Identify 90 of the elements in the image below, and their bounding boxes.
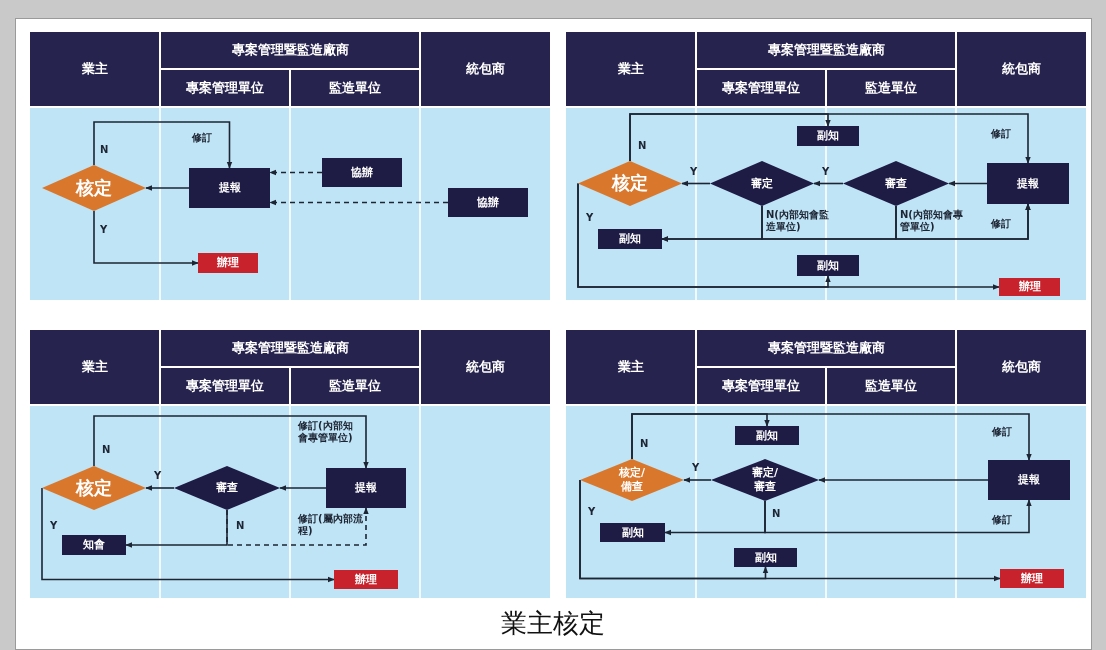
lane-header: 專案管理暨監造廠商 bbox=[161, 330, 419, 366]
edge-label: Y bbox=[690, 166, 698, 178]
edge-label: N bbox=[640, 438, 649, 450]
decision-diamond: 核定 bbox=[42, 466, 146, 510]
lane-header: 統包商 bbox=[421, 330, 550, 404]
lane-header: 專案管理暨監造廠商 bbox=[697, 330, 955, 366]
lane-header: 業主 bbox=[566, 32, 695, 106]
edge-label: N bbox=[102, 444, 111, 456]
annotation-text: 修訂 bbox=[992, 514, 1012, 526]
arrow bbox=[948, 180, 988, 187]
arrow bbox=[279, 485, 327, 491]
lane-header: 業主 bbox=[30, 330, 159, 404]
annotation-text: 修訂 bbox=[192, 132, 212, 144]
edge-label: Y bbox=[100, 224, 108, 236]
process-box: 副知 bbox=[734, 548, 797, 567]
arrow bbox=[41, 487, 335, 583]
edge-label: Y bbox=[50, 520, 58, 532]
decision-diamond: 審查 bbox=[174, 466, 280, 510]
process-box: 辦理 bbox=[1000, 569, 1064, 588]
edge-label: N(內部知會專管單位) bbox=[900, 209, 964, 233]
arrow bbox=[683, 477, 712, 483]
process-box: 協辦 bbox=[322, 158, 402, 187]
process-box: 副知 bbox=[598, 229, 662, 249]
lane-header: 統包商 bbox=[421, 32, 550, 106]
annotation-text: 修訂 bbox=[991, 218, 1011, 230]
decision-diamond: 審定 bbox=[710, 161, 814, 206]
lane-header: 統包商 bbox=[957, 32, 1086, 106]
lane-header: 業主 bbox=[30, 32, 159, 106]
lane-header: 專案管理暨監造廠商 bbox=[161, 32, 419, 68]
arrow bbox=[145, 185, 190, 191]
edge-label: N bbox=[638, 140, 647, 152]
decision-diamond: 審定/審查 bbox=[711, 459, 819, 501]
lane-header: 監造單位 bbox=[827, 70, 955, 106]
process-box: 副知 bbox=[600, 523, 665, 542]
edge-label: Y bbox=[822, 166, 830, 178]
edge-label: N bbox=[100, 144, 109, 156]
arrow bbox=[818, 477, 989, 483]
caption: 業主核定 bbox=[500, 607, 606, 640]
process-box: 提報 bbox=[189, 168, 270, 208]
process-box: 知會 bbox=[62, 535, 126, 555]
arrow bbox=[93, 415, 369, 469]
arrow bbox=[93, 121, 233, 169]
lane-header: 專案管理單位 bbox=[697, 368, 825, 404]
dashed-arrow bbox=[269, 169, 323, 176]
lane-header: 業主 bbox=[566, 330, 695, 404]
arrow bbox=[895, 203, 1031, 240]
decision-diamond: 核定/備查 bbox=[580, 459, 684, 501]
lane-header: 統包商 bbox=[957, 330, 1086, 404]
edge-label: Y bbox=[154, 470, 162, 482]
process-box: 辦理 bbox=[198, 253, 258, 273]
arrow bbox=[813, 180, 844, 187]
dashed-arrow bbox=[226, 507, 369, 546]
process-box: 提報 bbox=[988, 460, 1070, 500]
edge-label: Y bbox=[586, 212, 594, 224]
arrow bbox=[629, 113, 831, 162]
edge-label: N(內部知會監造單位) bbox=[766, 209, 830, 233]
arrow bbox=[145, 485, 175, 491]
arrow bbox=[579, 479, 769, 580]
lane-header: 監造單位 bbox=[291, 368, 419, 404]
annotation-text: 修訂(內部知會專管單位) bbox=[298, 420, 354, 444]
lane-header: 專案管理暨監造廠商 bbox=[697, 32, 955, 68]
process-box: 辦理 bbox=[999, 278, 1060, 296]
annotation-text: 修訂 bbox=[991, 128, 1011, 140]
edge-label: Y bbox=[588, 506, 596, 518]
dashed-arrow bbox=[269, 199, 449, 206]
lane-header: 專案管理單位 bbox=[161, 368, 289, 404]
arrow bbox=[93, 210, 199, 266]
lane-header: 監造單位 bbox=[827, 368, 955, 404]
edge-label: 修訂(屬內部流程) bbox=[298, 513, 364, 537]
edge-label: N bbox=[236, 520, 245, 532]
lane-header: 專案管理單位 bbox=[697, 70, 825, 106]
arrow bbox=[577, 182, 831, 288]
lane-header: 專案管理單位 bbox=[161, 70, 289, 106]
arrow bbox=[681, 180, 711, 187]
arrow bbox=[631, 413, 770, 460]
arrow bbox=[764, 499, 1032, 534]
edge-label: Y bbox=[692, 462, 700, 474]
process-box: 副知 bbox=[797, 255, 859, 276]
decision-diamond: 核定 bbox=[578, 161, 682, 206]
process-box: 副知 bbox=[735, 426, 799, 445]
decision-diamond: 審查 bbox=[843, 161, 949, 206]
annotation-text: 修訂 bbox=[992, 426, 1012, 438]
process-box: 辦理 bbox=[334, 570, 398, 589]
lane-header: 監造單位 bbox=[291, 70, 419, 106]
edge-label: N bbox=[772, 508, 781, 520]
decision-diamond: 核定 bbox=[42, 165, 146, 211]
process-box: 提報 bbox=[326, 468, 406, 508]
process-box: 協辦 bbox=[448, 188, 528, 217]
process-box: 副知 bbox=[797, 126, 859, 146]
process-box: 提報 bbox=[987, 163, 1069, 204]
